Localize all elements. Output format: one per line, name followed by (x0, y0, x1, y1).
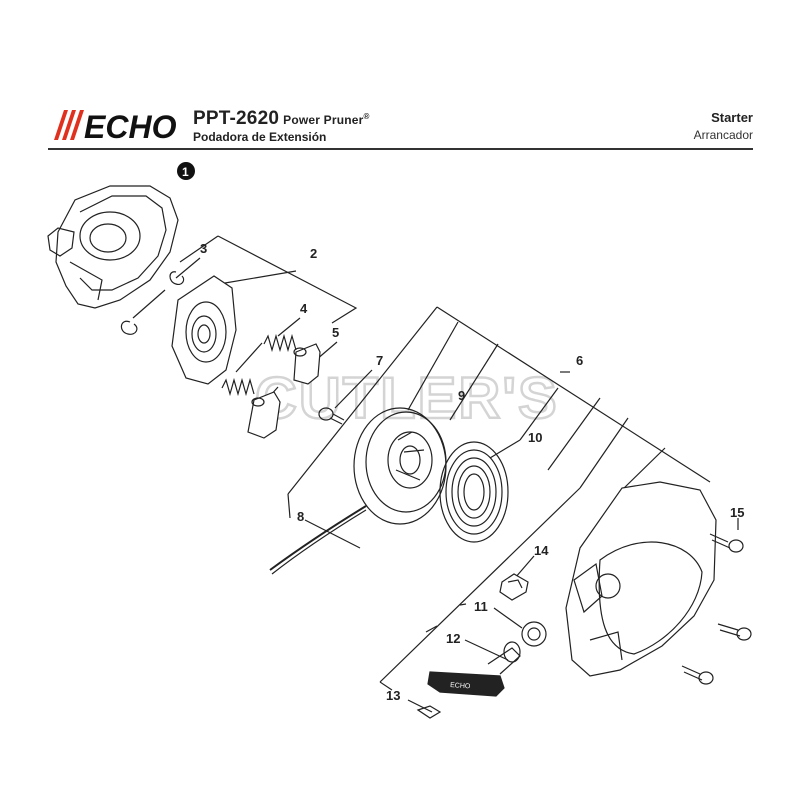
pulley-plate-part (171, 275, 237, 385)
echo-logo: ECHO (54, 110, 177, 140)
callout-8: 8 (297, 509, 304, 524)
model-number: PPT-2620 (193, 108, 280, 129)
handle-text: ECHO (450, 682, 471, 690)
callout-7: 7 (376, 353, 383, 368)
clip-part (120, 271, 185, 335)
recoil-spring-part (439, 441, 509, 543)
starter-rope-part (269, 505, 367, 575)
callout-15: 15 (730, 505, 744, 520)
starter-handle-part (427, 641, 521, 697)
starter-case-part (565, 481, 717, 677)
bolt-part (681, 533, 752, 685)
section-subtitle: Arrancador (693, 128, 753, 142)
callout-1-badge (177, 162, 195, 180)
model-description: Power Pruner® (283, 112, 370, 127)
callout-6: 6 (576, 353, 583, 368)
spring-part (221, 333, 297, 397)
callout-9: 9 (458, 388, 465, 403)
callout-3: 3 (200, 241, 207, 256)
bushing-part (521, 621, 547, 647)
callout-4: 4 (300, 301, 308, 316)
callout-12: 12 (446, 631, 460, 646)
header-divider (48, 148, 753, 150)
section-title: Starter (711, 110, 753, 125)
model-subtitle: Podadora de Extensión (193, 130, 327, 144)
nut-part (499, 573, 529, 601)
callout-14: 14 (534, 543, 549, 558)
callout-13: 13 (386, 688, 400, 703)
rope-clip-part (416, 705, 442, 719)
callout-2: 2 (310, 246, 317, 261)
brand-name: ECHO (84, 110, 177, 140)
callout-11: 11 (474, 599, 488, 614)
screw-part (318, 407, 345, 425)
pawl-part (247, 343, 321, 439)
rope-reel-part (353, 407, 447, 525)
callout-10: 10 (528, 430, 542, 445)
callout-1: 1 (182, 165, 189, 179)
callout-5: 5 (332, 325, 339, 340)
leader-lines (132, 235, 739, 713)
starter-cover-part (47, 185, 179, 309)
